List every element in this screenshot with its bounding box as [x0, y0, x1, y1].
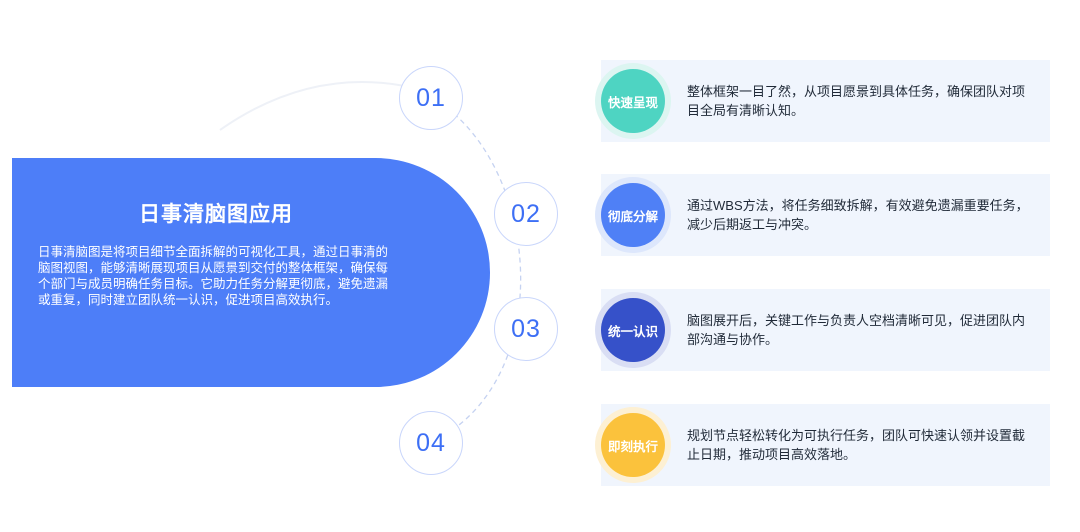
- step-badge: 快速呈现: [601, 69, 665, 133]
- step-item: 彻底分解 通过WBS方法，将任务细致拆解，有效避免遗漏重要任务，减少后期返工与冲…: [595, 174, 1050, 256]
- badge-halo: 快速呈现: [595, 63, 671, 139]
- step-number-circle: 03: [494, 297, 558, 361]
- step-number: 02: [511, 199, 541, 228]
- step-number-circle: 04: [399, 411, 463, 475]
- main-card: 日事清脑图应用 日事清脑图是将项目细节全面拆解的可视化工具，通过日事清的脑图视图…: [12, 158, 490, 387]
- page-title: 日事清脑图应用: [139, 203, 293, 226]
- step-label: 快速呈现: [607, 95, 658, 110]
- badge-halo: 彻底分解: [595, 177, 671, 253]
- badge-halo: 统一认识: [595, 292, 671, 368]
- step-badge: 即刻执行: [601, 413, 665, 477]
- step-text: 脑图展开后，关键工作与负责人空档清晰可见，促进团队内部沟通与协作。: [687, 313, 1026, 347]
- step-text: 规划节点轻松转化为可执行任务，团队可快速认领并设置截止日期，推动项目高效落地。: [687, 428, 1026, 462]
- step-text: 整体框架一目了然，从项目愿景到具体任务，确保团队对项目全局有清晰认知。: [687, 84, 1026, 118]
- step-text: 通过WBS方法，将任务细致拆解，有效避免遗漏重要任务，减少后期返工与冲突。: [687, 198, 1029, 232]
- step-badge: 统一认识: [601, 298, 665, 362]
- step-number-circle: 01: [399, 66, 463, 130]
- step-item: 统一认识 脑图展开后，关键工作与负责人空档清晰可见，促进团队内部沟通与协作。: [595, 289, 1050, 371]
- dashed-arc: [431, 97, 522, 443]
- step-number: 01: [416, 83, 446, 112]
- step-number: 03: [511, 314, 541, 343]
- main-description: 日事清脑图是将项目细节全面拆解的可视化工具，通过日事清的脑图视图，能够清晰展现项…: [38, 245, 389, 307]
- step-number-circle: 02: [494, 182, 558, 246]
- step-item: 快速呈现 整体框架一目了然，从项目愿景到具体任务，确保团队对项目全局有清晰认知。: [595, 60, 1050, 142]
- step-label: 彻底分解: [607, 209, 658, 224]
- faint-arc: [219, 80, 431, 131]
- step-label: 即刻执行: [607, 439, 658, 454]
- step-badge: 彻底分解: [601, 183, 665, 247]
- badge-halo: 即刻执行: [595, 407, 671, 483]
- step-label: 统一认识: [607, 324, 658, 339]
- step-number: 04: [416, 428, 446, 457]
- step-item: 即刻执行 规划节点轻松转化为可执行任务，团队可快速认领并设置截止日期，推动项目高…: [595, 404, 1050, 486]
